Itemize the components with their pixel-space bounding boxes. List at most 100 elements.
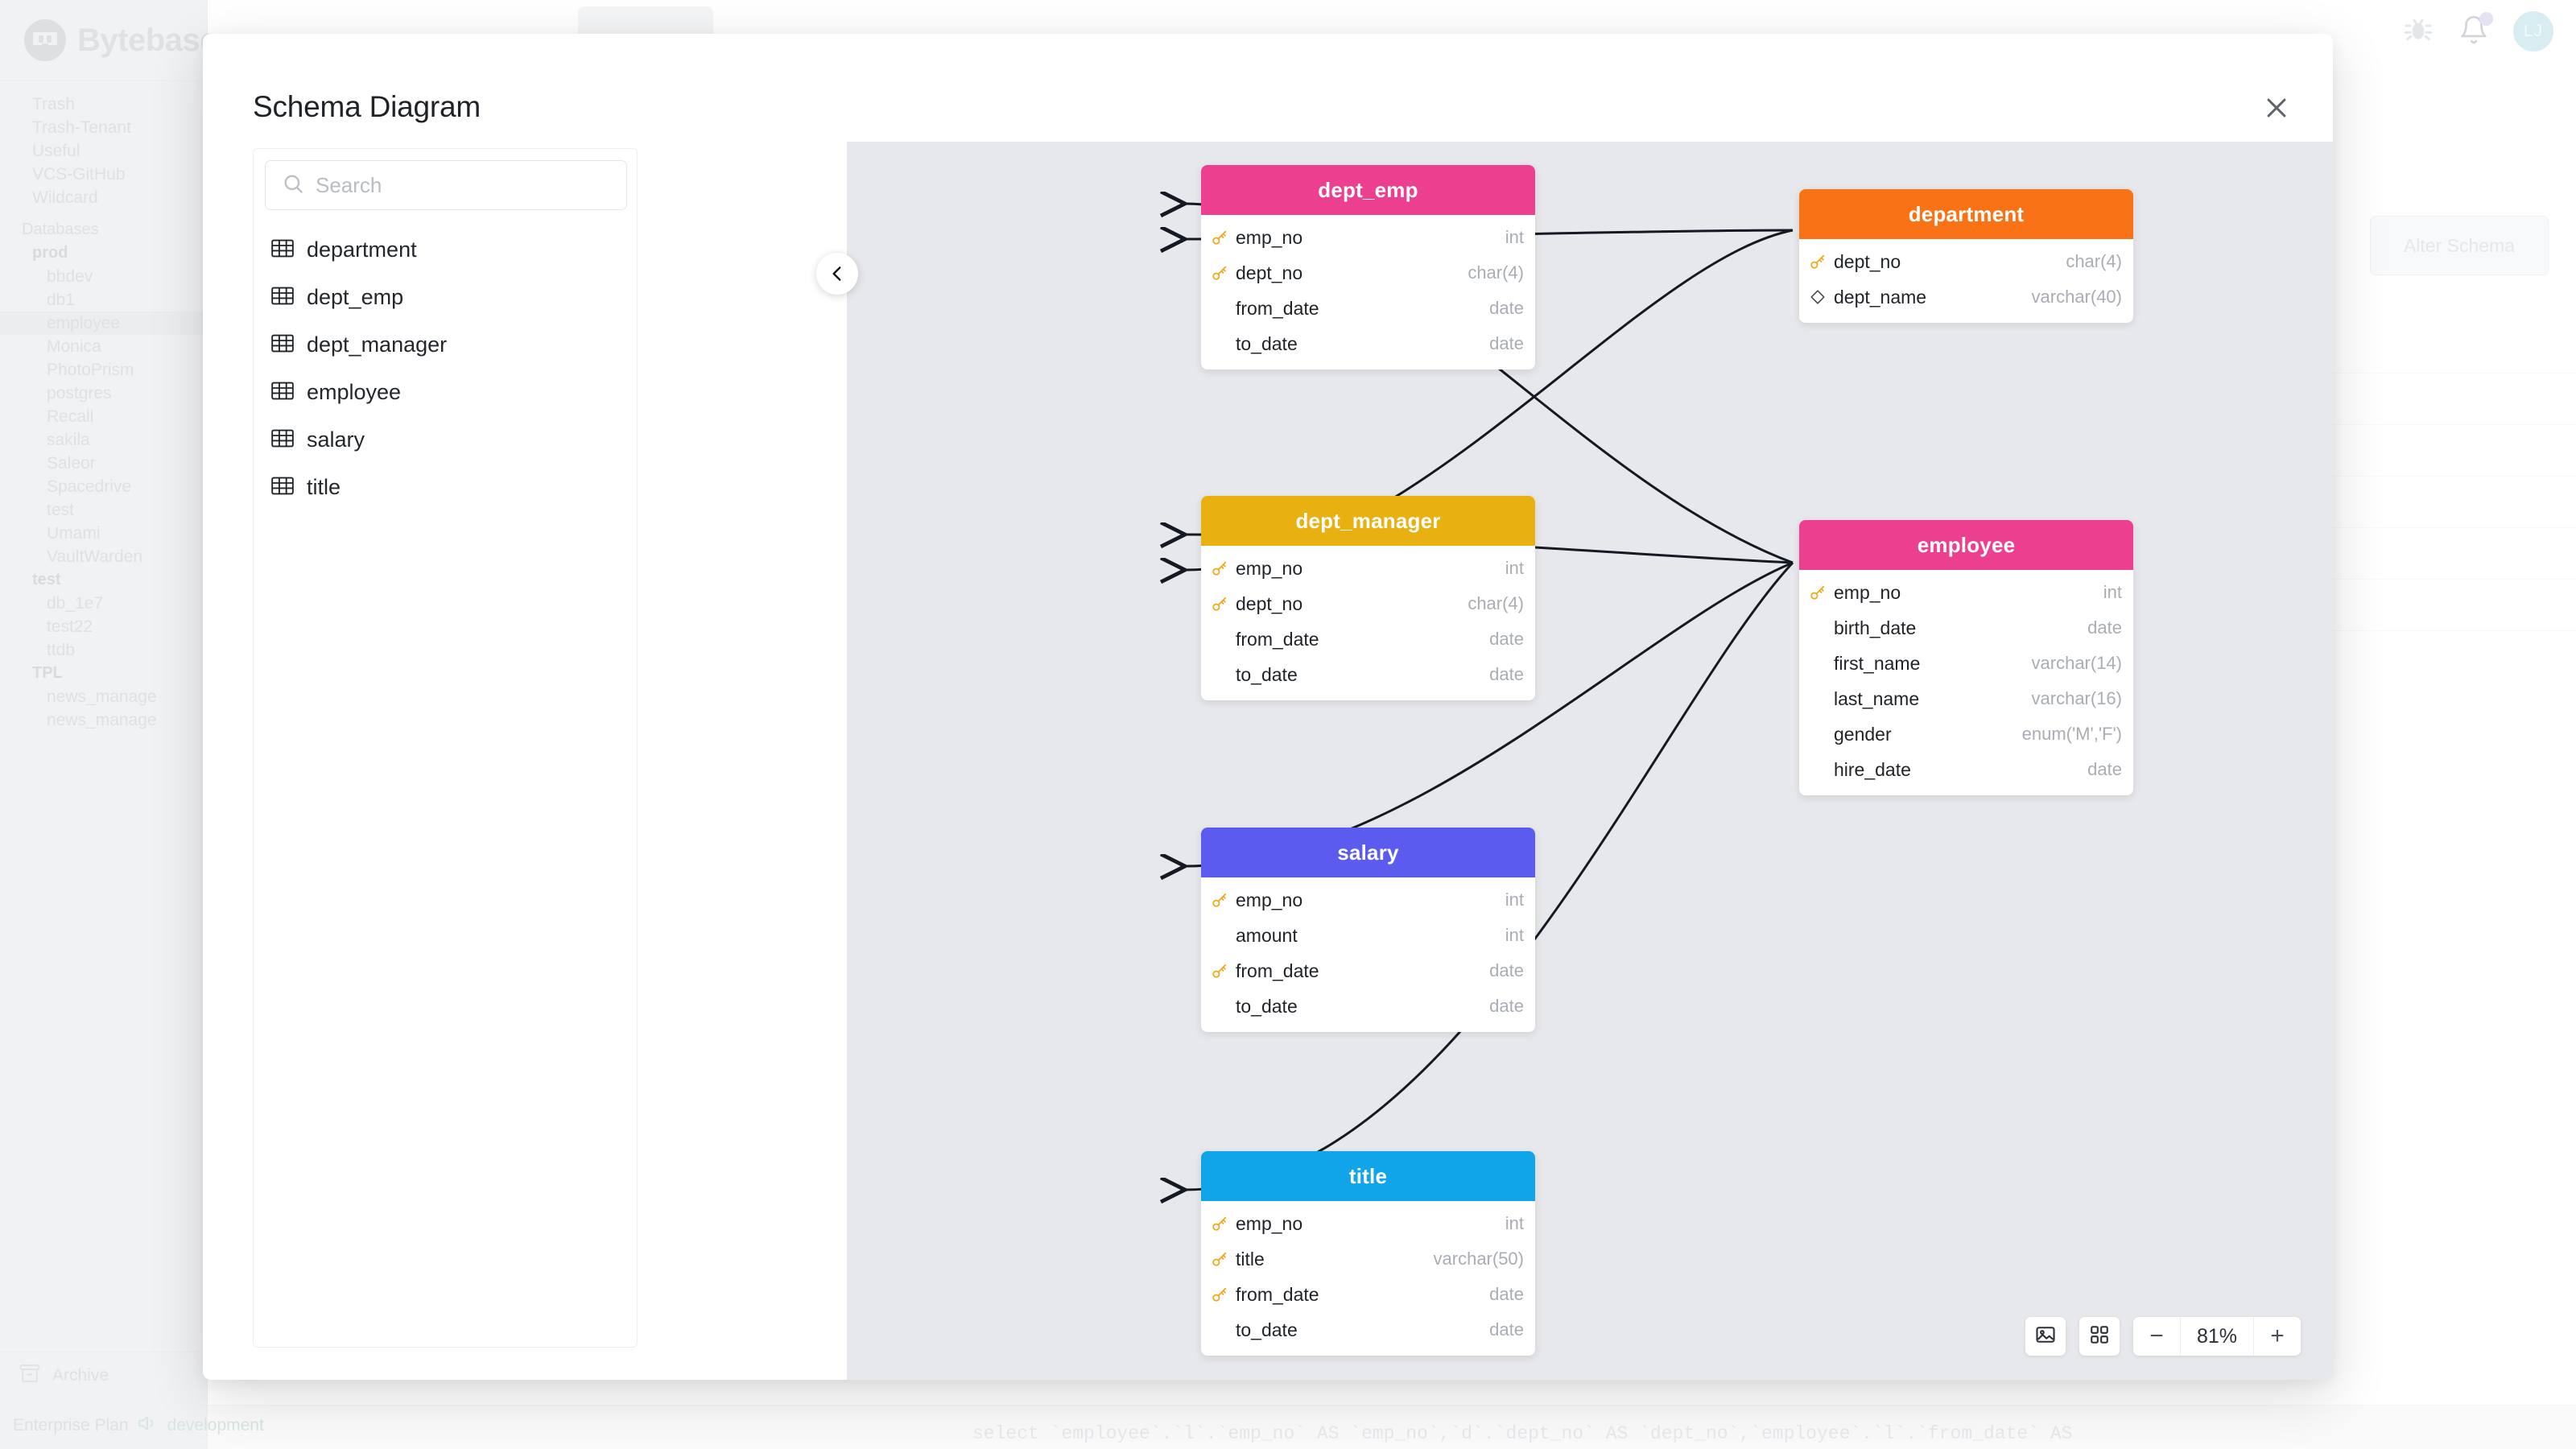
column-type: int — [1505, 1213, 1524, 1233]
column-name: from_date — [1236, 297, 1319, 319]
column-name: last_name — [1834, 687, 1920, 709]
column-name: to_date — [1236, 332, 1298, 354]
search-box[interactable] — [265, 160, 627, 210]
column-name: emp_no — [1236, 889, 1303, 910]
column-type: date — [1489, 996, 1524, 1016]
column-type: int — [1505, 925, 1524, 945]
column-name: dept_no — [1236, 592, 1303, 614]
table-list-item-salary[interactable]: salary — [254, 416, 638, 464]
fit-view-button[interactable] — [2079, 1317, 2120, 1356]
page-title: Schema Diagram — [253, 90, 481, 123]
table-icon — [271, 476, 294, 500]
column-type: int — [1505, 227, 1524, 247]
table-node-title: employee — [1799, 520, 2133, 570]
column-spacer-icon — [1211, 299, 1228, 317]
column-row[interactable]: to_date date — [1201, 326, 1535, 361]
collapse-panel-button[interactable] — [816, 253, 858, 295]
primary-key-icon — [1211, 1286, 1228, 1303]
primary-key-icon — [1211, 559, 1228, 577]
column-type: char(4) — [2066, 251, 2122, 271]
column-row[interactable]: to_date date — [1201, 989, 1535, 1024]
column-name: gender — [1834, 723, 1892, 745]
table-node-title: salary — [1201, 828, 1535, 877]
column-name: to_date — [1236, 995, 1298, 1017]
column-row[interactable]: birth_date date — [1799, 610, 2133, 646]
column-name: dept_name — [1834, 286, 1927, 308]
table-icon — [271, 333, 294, 357]
table-list-item-employee[interactable]: employee — [254, 369, 638, 416]
column-name: from_date — [1236, 960, 1319, 981]
column-row[interactable]: from_date date — [1201, 621, 1535, 657]
column-name: from_date — [1236, 628, 1319, 650]
table-icon — [271, 428, 294, 452]
column-type: date — [1489, 629, 1524, 649]
column-type: date — [1489, 1284, 1524, 1304]
column-type: enum('M','F') — [2021, 724, 2122, 744]
column-type: date — [1489, 298, 1524, 318]
table-node-title: dept_emp — [1201, 165, 1535, 215]
column-name: to_date — [1236, 1319, 1298, 1340]
column-type: char(4) — [1468, 593, 1524, 613]
table-node-title: title — [1201, 1151, 1535, 1201]
close-icon[interactable] — [2254, 85, 2299, 130]
diagram-toolbar: − 81% + — [2025, 1317, 2301, 1356]
image-icon — [2034, 1323, 2057, 1350]
column-type: int — [1505, 558, 1524, 578]
column-row[interactable]: from_date date — [1201, 291, 1535, 326]
column-row[interactable]: dept_no char(4) — [1201, 586, 1535, 621]
column-spacer-icon — [1809, 690, 1827, 708]
index-diamond-icon — [1809, 288, 1827, 306]
column-row[interactable]: emp_no int — [1201, 1206, 1535, 1241]
table-list-item-title[interactable]: title — [254, 464, 638, 511]
column-spacer-icon — [1809, 761, 1827, 778]
search-input[interactable] — [316, 172, 605, 198]
table-list-item-dept_manager[interactable]: dept_manager — [254, 321, 638, 369]
column-row[interactable]: gender enum('M','F') — [1799, 716, 2133, 752]
export-image-button[interactable] — [2025, 1317, 2066, 1356]
table-icon — [271, 286, 294, 310]
primary-key-icon — [1211, 962, 1228, 980]
column-type: date — [2087, 759, 2122, 779]
column-type: date — [1489, 333, 1524, 353]
column-name: birth_date — [1834, 617, 1917, 638]
table-list-item-department[interactable]: department — [254, 226, 638, 274]
column-name: first_name — [1834, 652, 1921, 674]
primary-key-icon — [1211, 1215, 1228, 1232]
column-row[interactable]: first_name varchar(14) — [1799, 646, 2133, 681]
zoom-in-button[interactable]: + — [2270, 1323, 2285, 1349]
column-type: varchar(14) — [2031, 653, 2122, 673]
column-type: varchar(16) — [2031, 688, 2122, 708]
primary-key-icon — [1211, 595, 1228, 613]
zoom-level-label[interactable]: 81% — [2180, 1317, 2254, 1356]
column-name: emp_no — [1236, 1212, 1303, 1234]
column-type: date — [2087, 617, 2122, 638]
column-row[interactable]: last_name varchar(16) — [1799, 681, 2133, 716]
zoom-out-button[interactable]: − — [2149, 1323, 2164, 1349]
table-list-item-dept_emp[interactable]: dept_emp — [254, 274, 638, 321]
